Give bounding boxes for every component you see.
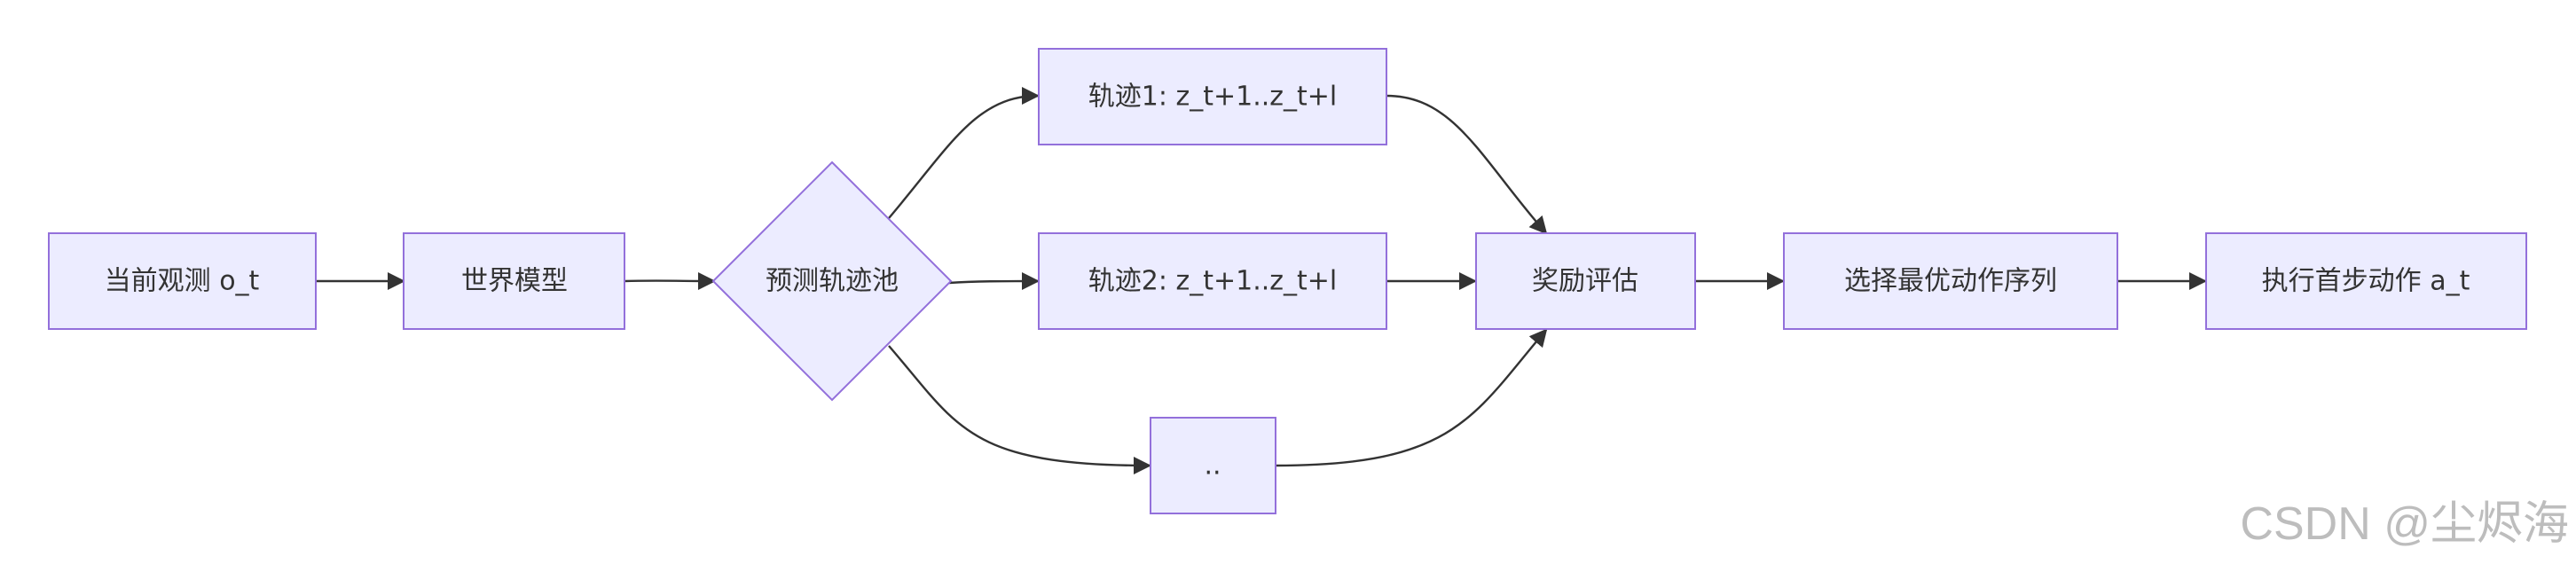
node-select-best-label: 选择最优动作序列 bbox=[1844, 266, 2057, 297]
node-world-model: 世界模型 bbox=[403, 232, 625, 330]
node-reward-eval: 奖励评估 bbox=[1475, 232, 1696, 330]
node-execute-first-label: 执行首步动作 a_t bbox=[2262, 266, 2470, 297]
edge-pool-to-trajectory-1 bbox=[888, 87, 1040, 219]
node-trajectory-2-label: 轨迹2: z_t+1..z_t+l bbox=[1088, 266, 1338, 297]
node-execute-first: 执行首步动作 a_t bbox=[2205, 232, 2527, 330]
edges bbox=[316, 87, 2207, 474]
node-trajectory-2: 轨迹2: z_t+1..z_t+l bbox=[1038, 232, 1387, 330]
edge-trajectory-1-to-reward bbox=[1386, 94, 1548, 235]
watermark: CSDN @尘烬海 bbox=[2240, 498, 2569, 550]
node-trajectory-1-label: 轨迹1: z_t+1..z_t+l bbox=[1088, 82, 1338, 113]
node-observation-label: 当前观测 o_t bbox=[105, 266, 260, 297]
node-trajectory-pool: 预测轨迹池 bbox=[711, 161, 953, 402]
edge-pool-to-trajectory-more bbox=[888, 345, 1151, 474]
node-world-model-label: 世界模型 bbox=[461, 266, 568, 297]
edge-trajectory-more-to-reward bbox=[1275, 328, 1548, 467]
edge-pool-to-trajectory-2 bbox=[948, 272, 1040, 291]
node-reward-eval-label: 奖励评估 bbox=[1532, 266, 1638, 297]
node-select-best: 选择最优动作序列 bbox=[1783, 232, 2118, 330]
node-trajectory-1: 轨迹1: z_t+1..z_t+l bbox=[1038, 48, 1387, 145]
node-trajectory-more: .. bbox=[1150, 417, 1276, 514]
node-trajectory-pool-label: 预测轨迹池 bbox=[766, 266, 899, 297]
node-trajectory-more-label: .. bbox=[1204, 450, 1221, 482]
node-observation: 当前观测 o_t bbox=[48, 232, 317, 330]
